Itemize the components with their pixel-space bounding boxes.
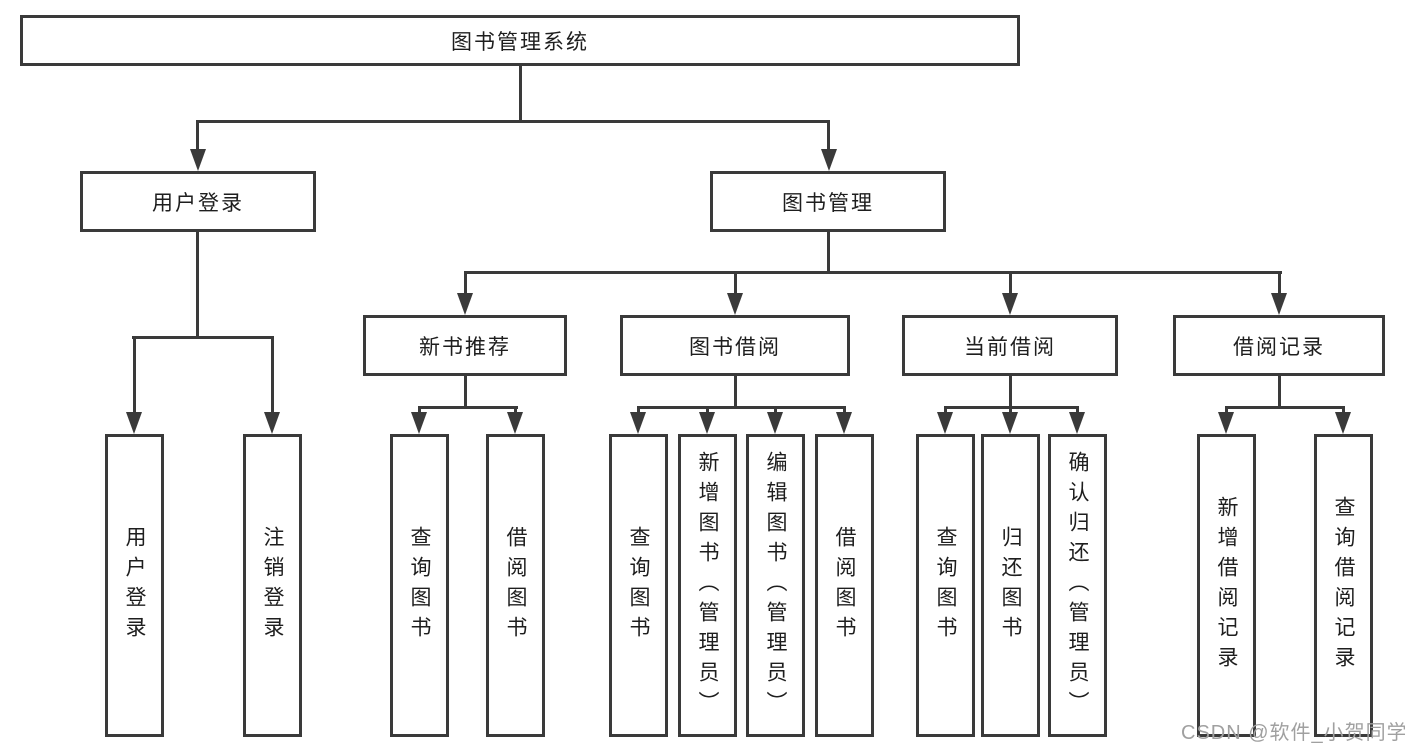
node-user-login: 用户登录 bbox=[80, 171, 316, 232]
arrow-shaft-current-borrow bbox=[1009, 271, 1012, 294]
arrowhead-book-borrow bbox=[727, 293, 743, 315]
edge-new-book-stem bbox=[464, 376, 467, 406]
arrowhead-user-login bbox=[190, 149, 206, 171]
leaf-bb-edit-books-admin: 编辑图书（管理员） bbox=[746, 434, 805, 737]
arrow-shaft-br-add bbox=[1225, 406, 1228, 416]
leaf-user-login: 用户登录 bbox=[105, 434, 164, 737]
edge-new-book-rail bbox=[418, 406, 518, 409]
arrowhead-current-borrow bbox=[1002, 293, 1018, 315]
arrowhead-bb-edit bbox=[767, 412, 783, 434]
leaf-bb-borrow-books: 借阅图书 bbox=[815, 434, 874, 737]
edge-book-borrow-stem bbox=[734, 376, 737, 406]
leaf-cb-return-books: 归还图书 bbox=[981, 434, 1040, 737]
leaf-logout: 注销登录 bbox=[243, 434, 302, 737]
leaf-bb-query-books: 查询图书 bbox=[609, 434, 668, 737]
arrowhead-bb-borrow bbox=[836, 412, 852, 434]
arrow-shaft-bb-borrow bbox=[843, 406, 846, 416]
leaf-cb-query-books: 查询图书 bbox=[916, 434, 975, 737]
edge-book-mgmt-stem bbox=[827, 232, 830, 271]
node-new-book-recommend: 新书推荐 bbox=[363, 315, 567, 376]
arrow-shaft-bb-query bbox=[637, 406, 640, 416]
edge-user-login-rail bbox=[132, 336, 273, 339]
arrowhead-cb-query bbox=[937, 412, 953, 434]
arrow-shaft-book-mgmt bbox=[827, 120, 830, 151]
edge-borrow-records-rail bbox=[1225, 406, 1345, 409]
arrow-shaft-bb-edit bbox=[774, 406, 777, 416]
node-book-management: 图书管理 bbox=[710, 171, 946, 232]
arrow-shaft-new-book bbox=[464, 271, 467, 294]
arrow-shaft-leaf-logout bbox=[271, 336, 274, 413]
arrow-shaft-user-login bbox=[196, 120, 199, 151]
arrowhead-new-book bbox=[457, 293, 473, 315]
arrowhead-cb-return bbox=[1002, 412, 1018, 434]
arrow-shaft-bb-add bbox=[706, 406, 709, 416]
arrow-shaft-nb-query bbox=[418, 406, 421, 416]
leaf-bb-add-books-admin: 新增图书（管理员） bbox=[678, 434, 737, 737]
arrow-shaft-cb-confirm bbox=[1076, 406, 1079, 416]
arrow-shaft-br-query bbox=[1342, 406, 1345, 416]
arrowhead-bb-query bbox=[630, 412, 646, 434]
arrowhead-bb-add bbox=[699, 412, 715, 434]
leaf-br-add-record: 新增借阅记录 bbox=[1197, 434, 1256, 737]
arrow-shaft-borrow-records bbox=[1278, 271, 1281, 294]
edge-root-stem bbox=[519, 66, 522, 120]
node-borrow-records: 借阅记录 bbox=[1173, 315, 1385, 376]
arrowhead-br-query bbox=[1335, 412, 1351, 434]
arrowhead-nb-borrow bbox=[507, 412, 523, 434]
node-current-borrow: 当前借阅 bbox=[902, 315, 1118, 376]
node-root-system: 图书管理系统 bbox=[20, 15, 1020, 66]
arrowhead-cb-confirm bbox=[1069, 412, 1085, 434]
arrowhead-leaf-logout bbox=[264, 412, 280, 434]
edge-root-rail bbox=[196, 120, 830, 123]
arrowhead-book-mgmt bbox=[821, 149, 837, 171]
edge-book-borrow-rail bbox=[637, 406, 846, 409]
arrowhead-borrow-records bbox=[1271, 293, 1287, 315]
arrow-shaft-leaf-user-login bbox=[133, 336, 136, 413]
arrow-shaft-cb-query bbox=[944, 406, 947, 416]
csdn-watermark: CSDN @软件_小贺同学 bbox=[1181, 722, 1405, 744]
leaf-nb-borrow-books: 借阅图书 bbox=[486, 434, 545, 737]
arrowhead-br-add bbox=[1218, 412, 1234, 434]
arrow-shaft-book-borrow bbox=[734, 271, 737, 294]
edge-borrow-records-stem bbox=[1278, 376, 1281, 406]
edge-current-borrow-stem bbox=[1009, 376, 1012, 406]
arrowhead-nb-query bbox=[411, 412, 427, 434]
leaf-br-query-record: 查询借阅记录 bbox=[1314, 434, 1373, 737]
arrow-shaft-nb-borrow bbox=[514, 406, 517, 416]
leaf-cb-confirm-return-admin: 确认归还（管理员） bbox=[1048, 434, 1107, 737]
arrow-shaft-cb-return bbox=[1009, 406, 1012, 416]
edge-user-login-stem bbox=[196, 232, 199, 336]
edge-book-mgmt-rail bbox=[464, 271, 1282, 274]
arrowhead-leaf-user-login bbox=[126, 412, 142, 434]
leaf-nb-query-books: 查询图书 bbox=[390, 434, 449, 737]
node-book-borrow: 图书借阅 bbox=[620, 315, 850, 376]
